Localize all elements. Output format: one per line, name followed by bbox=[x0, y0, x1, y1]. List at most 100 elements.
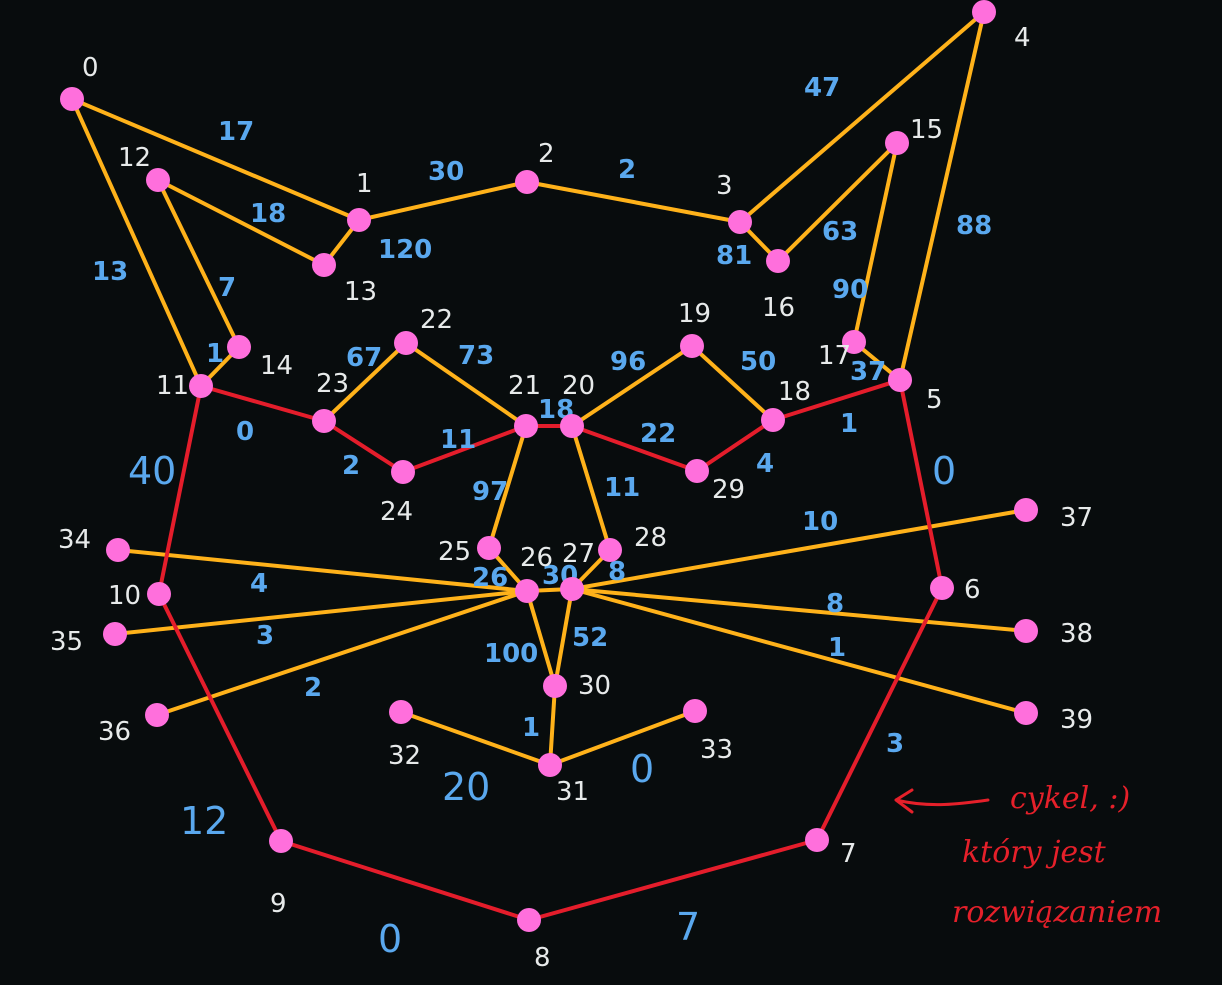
node-5 bbox=[888, 368, 912, 392]
tree-edge-26-30 bbox=[525, 589, 557, 688]
node-label-10: 10 bbox=[108, 581, 141, 611]
node-label-6: 6 bbox=[964, 575, 981, 605]
edge-weight-23-22: 67 bbox=[346, 343, 382, 373]
tree-edge-12-14 bbox=[156, 178, 241, 349]
tree-edge-0-1 bbox=[70, 97, 361, 222]
node-label-17: 17 bbox=[818, 341, 851, 371]
edge-weight-19-18: 50 bbox=[740, 347, 776, 377]
node-label-39: 39 bbox=[1060, 705, 1093, 735]
edge-weight-15-17: 90 bbox=[832, 275, 868, 305]
tree-edge-30-31 bbox=[548, 684, 557, 767]
node-35 bbox=[103, 622, 127, 646]
edge-weight-11-10: 40 bbox=[128, 449, 176, 493]
node-30 bbox=[543, 674, 567, 698]
tree-edge-34-26 bbox=[116, 548, 529, 593]
edge-weight-34-26: 4 bbox=[250, 569, 268, 599]
node-8 bbox=[517, 908, 541, 932]
edge-weight-20-19: 96 bbox=[610, 347, 646, 377]
node-16 bbox=[766, 249, 790, 273]
edge-weight-26-30: 100 bbox=[484, 639, 538, 669]
edge-weight-35-26: 3 bbox=[256, 621, 274, 651]
cycle-edge-11-10 bbox=[157, 384, 203, 596]
node-label-15: 15 bbox=[910, 115, 943, 145]
node-label-34: 34 bbox=[58, 525, 91, 555]
edge-weight-8-7: 7 bbox=[676, 905, 700, 949]
edge-weight-27-30: 52 bbox=[572, 623, 608, 653]
node-27 bbox=[560, 577, 584, 601]
node-label-35: 35 bbox=[50, 627, 83, 657]
node-layer bbox=[60, 0, 1038, 932]
cycle-edge-23-24 bbox=[322, 419, 405, 474]
node-label-25: 25 bbox=[438, 537, 471, 567]
node-29 bbox=[685, 459, 709, 483]
node-label-13: 13 bbox=[344, 277, 377, 307]
node-label-7: 7 bbox=[840, 839, 857, 869]
tree-edge-4-5 bbox=[898, 10, 986, 382]
edge-weight-28-27: 8 bbox=[608, 557, 626, 587]
edge-weight-24-21: 11 bbox=[440, 425, 476, 455]
node-label-22: 22 bbox=[420, 305, 453, 335]
node-37 bbox=[1014, 498, 1038, 522]
node-label-18: 18 bbox=[778, 377, 811, 407]
node-label-1: 1 bbox=[356, 169, 373, 199]
tree-edge-31-32 bbox=[399, 710, 552, 767]
cycle-edge-8-7 bbox=[527, 838, 819, 922]
node-12 bbox=[146, 168, 170, 192]
edge-weight-22-21: 73 bbox=[458, 341, 494, 371]
tree-edge-22-21 bbox=[404, 341, 528, 428]
node-label-30: 30 bbox=[578, 671, 611, 701]
node-0 bbox=[60, 87, 84, 111]
node-6 bbox=[930, 576, 954, 600]
tree-edge-27-37 bbox=[570, 508, 1028, 591]
edge-weight-20-29: 22 bbox=[640, 419, 676, 449]
edge-layer bbox=[70, 10, 1028, 922]
edge-weight-23-24: 2 bbox=[342, 451, 360, 481]
edge-weight-31-32: 20 bbox=[442, 765, 490, 809]
annotation-arrow bbox=[894, 788, 990, 814]
annotation-line-1: cykel, :) bbox=[1010, 781, 1130, 816]
edge-weight-4-5: 88 bbox=[956, 211, 992, 241]
edge-weight-31-33: 0 bbox=[630, 747, 654, 791]
node-3 bbox=[728, 210, 752, 234]
node-label-36: 36 bbox=[98, 717, 131, 747]
edge-weight-14-11: 1 bbox=[206, 339, 224, 369]
node-7 bbox=[805, 828, 829, 852]
node-label-21: 21 bbox=[508, 371, 541, 401]
tree-edge-27-38 bbox=[570, 587, 1028, 633]
edge-weight-21-25: 97 bbox=[472, 477, 508, 507]
tree-edge-1-2 bbox=[357, 180, 529, 222]
tree-edge-12-13 bbox=[156, 178, 326, 267]
node-label-19: 19 bbox=[678, 299, 711, 329]
cycle-edge-5-6 bbox=[898, 378, 944, 590]
edge-weight-12-13: 18 bbox=[250, 199, 286, 229]
node-34 bbox=[106, 538, 130, 562]
tree-edge-15-17 bbox=[852, 141, 899, 344]
tree-edge-19-18 bbox=[690, 344, 775, 422]
edge-weight-27-39: 1 bbox=[828, 633, 846, 663]
node-label-28: 28 bbox=[634, 523, 667, 553]
annotation: cykel, :) który jest rozwiązaniem bbox=[894, 781, 1162, 930]
node-28 bbox=[598, 538, 622, 562]
node-label-9: 9 bbox=[270, 889, 287, 919]
node-label-20: 20 bbox=[562, 371, 595, 401]
node-14 bbox=[227, 335, 251, 359]
tree-edge-0-11 bbox=[70, 97, 203, 388]
node-13 bbox=[312, 253, 336, 277]
node-31 bbox=[538, 753, 562, 777]
node-22 bbox=[394, 331, 418, 355]
node-label-5: 5 bbox=[926, 385, 943, 415]
node-25 bbox=[477, 536, 501, 560]
cycle-edge-18-5 bbox=[771, 378, 902, 422]
annotation-line-3: rozwiązaniem bbox=[952, 895, 1162, 930]
edge-weight-27-38: 8 bbox=[826, 589, 844, 619]
edge-weight-1-2: 30 bbox=[428, 157, 464, 187]
node-19 bbox=[680, 334, 704, 358]
cycle-edge-9-8 bbox=[279, 839, 531, 922]
tree-edge-21-25 bbox=[487, 424, 528, 550]
node-label-layer: 0123456789101112131415161718192021222324… bbox=[50, 23, 1093, 973]
node-label-32: 32 bbox=[388, 741, 421, 771]
tree-edge-2-3 bbox=[525, 180, 742, 224]
edge-weight-29-18: 4 bbox=[756, 449, 774, 479]
